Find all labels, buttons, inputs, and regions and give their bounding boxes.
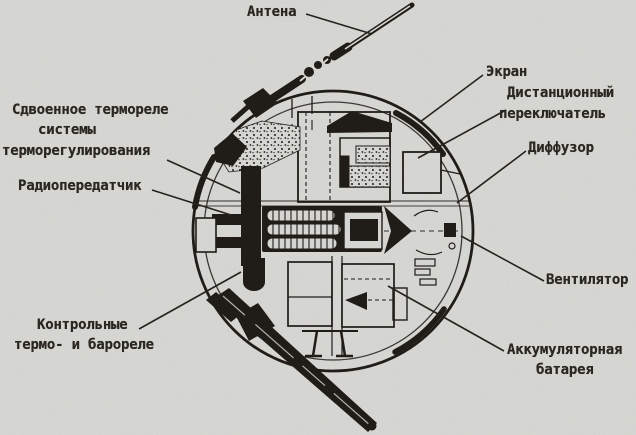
label-control-relays-line1: Контрольные [37, 317, 128, 333]
label-screen: Экран [486, 64, 528, 80]
label-fan: Вентилятор [546, 272, 629, 288]
label-thermal-relay-line1: Сдвоенное термореле [12, 102, 169, 118]
label-battery-line1: Аккумуляторная [507, 342, 623, 358]
label-remote-switch-line2: переключатель [499, 106, 606, 122]
label-battery-line2: батарея [536, 362, 594, 378]
label-diffuser: Диффузор [528, 140, 594, 156]
label-antenna: Антена [247, 4, 297, 20]
label-thermal-relay-line2: системы [38, 122, 96, 138]
label-remote-switch-line1: Дистанционный [507, 85, 614, 101]
label-control-relays-line2: термо- и барореле [14, 337, 154, 353]
label-thermal-relay-line3: терморегулирования [2, 143, 151, 159]
label-transmitter: Радиопередатчик [18, 178, 142, 194]
